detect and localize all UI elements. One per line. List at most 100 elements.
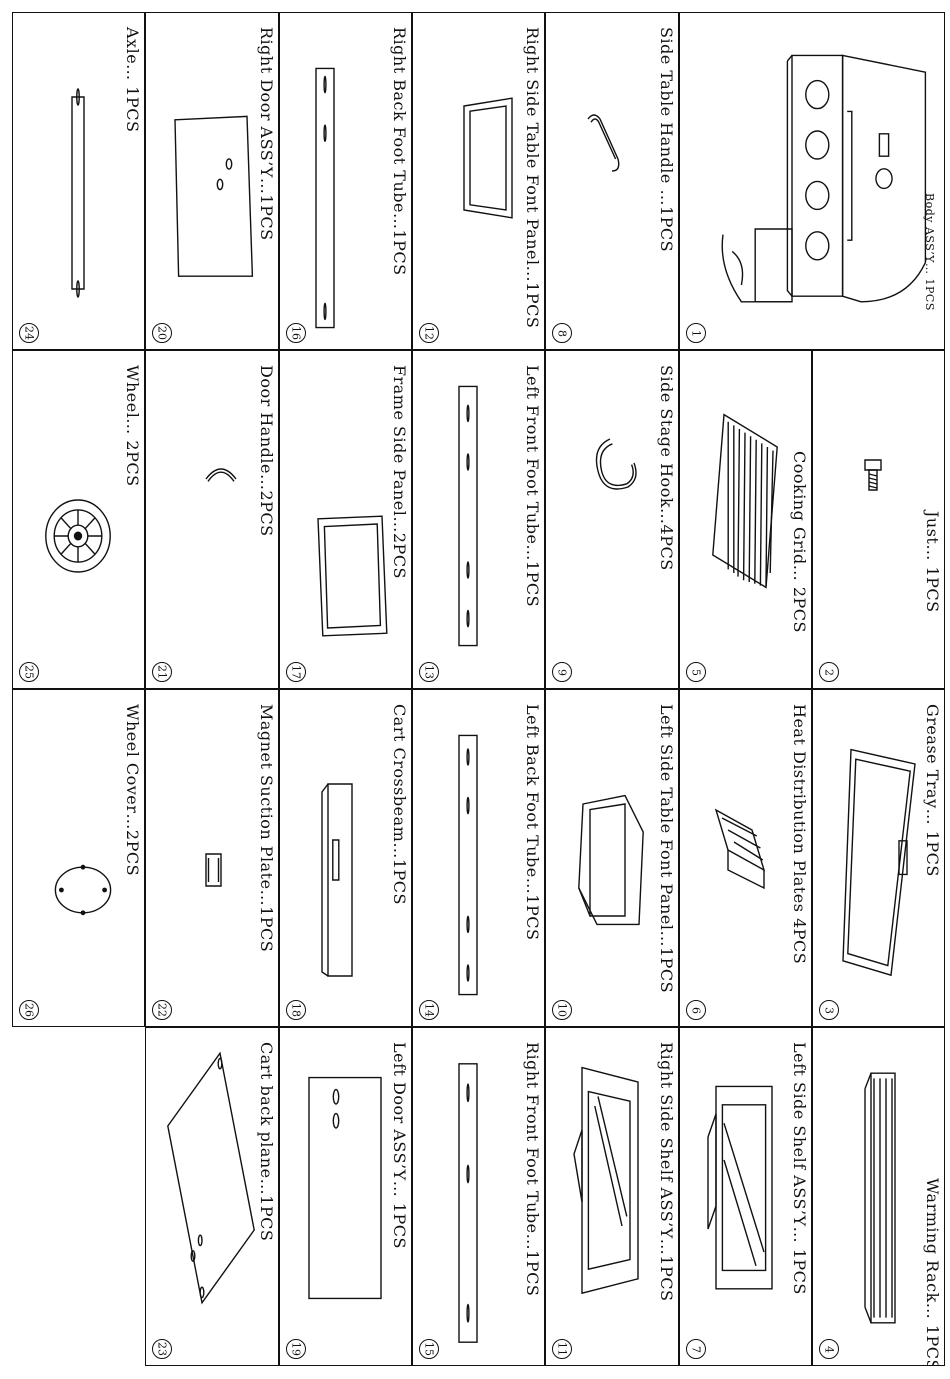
part-number: 9 bbox=[552, 662, 572, 682]
part-number: 3 bbox=[819, 1000, 839, 1020]
part-number: 22 bbox=[152, 1000, 172, 1020]
part-cell: Right Back Foot Tube…1PCS 16 bbox=[279, 12, 412, 350]
part-number: 20 bbox=[152, 323, 172, 343]
part-number: 8 bbox=[552, 323, 572, 343]
part-number: 4 bbox=[819, 1339, 839, 1359]
grease-tray-icon bbox=[843, 740, 923, 980]
part-label: Left Front Foot Tube…1PCS bbox=[523, 365, 542, 608]
part-label: Left Door ASS’Y… 1PCS bbox=[390, 1042, 409, 1249]
part-cell: Side Stage Hook…4PCS 9 bbox=[545, 350, 679, 689]
part-cell: Door Handle…2PCS 21 bbox=[145, 350, 279, 689]
part-label: Wheel… 2PCS bbox=[123, 365, 142, 487]
part-number: 1 bbox=[686, 323, 706, 343]
part-number: 7 bbox=[686, 1339, 706, 1359]
part-number: 11 bbox=[552, 1339, 572, 1359]
part-label: Left Side Table Font Panel…1PCS bbox=[657, 704, 676, 994]
back-plane-icon bbox=[166, 1048, 256, 1308]
part-number: 5 bbox=[686, 662, 706, 682]
door-icon bbox=[300, 1068, 390, 1308]
handle-icon bbox=[576, 103, 636, 183]
crossbeam-icon bbox=[310, 780, 370, 980]
part-cell: Cooking Grid… 2PCS 5 bbox=[679, 350, 812, 689]
part-label: Warming Rack… 1PCS bbox=[923, 1178, 942, 1366]
side-shelf-icon bbox=[700, 1068, 780, 1298]
foot-tube-icon bbox=[453, 730, 483, 1000]
part-number: 14 bbox=[419, 1000, 439, 1020]
part-label: Left Back Foot Tube…1PCS bbox=[523, 704, 542, 941]
part-cell: Right Front Foot Tube…1PCS 15 bbox=[412, 1027, 545, 1366]
part-number: 12 bbox=[419, 323, 439, 343]
part-label: Cart Crossbeam…1PCS bbox=[390, 704, 409, 905]
wheel-icon bbox=[43, 491, 113, 581]
part-number: 25 bbox=[19, 662, 39, 682]
part-cell: Body ASS’Y… 1PCS 1 bbox=[679, 12, 945, 350]
part-number: 19 bbox=[286, 1339, 306, 1359]
part-number: 13 bbox=[419, 662, 439, 682]
part-cell: Warming Rack… 1PCS 4 bbox=[812, 1027, 945, 1366]
foot-tube-icon bbox=[310, 63, 340, 333]
part-label: Right Front Foot Tube…1PCS bbox=[523, 1042, 542, 1297]
part-cell: Just… 1PCS 2 bbox=[812, 350, 945, 689]
part-number: 23 bbox=[152, 1339, 172, 1359]
screw-icon bbox=[853, 451, 893, 501]
part-label: Heat Distribution Plates 4PCS bbox=[790, 704, 809, 965]
foot-tube-icon bbox=[453, 1058, 483, 1348]
part-cell: Left Back Foot Tube…1PCS 14 bbox=[412, 689, 545, 1027]
part-cell: Grease Tray… 1PCS 3 bbox=[812, 689, 945, 1027]
door-handle-icon bbox=[196, 451, 246, 491]
part-cell: Axle… 1PCS 24 bbox=[12, 12, 145, 350]
door-icon bbox=[166, 113, 256, 283]
front-panel-icon bbox=[458, 93, 518, 223]
part-cell: Right Side Table Font Panel…1PCS 12 bbox=[412, 12, 545, 350]
part-label: Magnet Suction Plate…1PCS bbox=[257, 704, 276, 953]
part-cell: Side Table Handle …1PCS 8 bbox=[545, 12, 679, 350]
part-cell: Right Side Shelf ASS’Y…1PCS 11 bbox=[545, 1027, 679, 1366]
part-label: Frame Side Panel…2PCS bbox=[390, 365, 409, 580]
part-number: 2 bbox=[819, 662, 839, 682]
part-number: 17 bbox=[286, 662, 306, 682]
part-label: Side Table Handle …1PCS bbox=[657, 27, 676, 253]
part-label: Just… 1PCS bbox=[923, 511, 942, 613]
part-label: Right Back Foot Tube…1PCS bbox=[390, 27, 409, 276]
magnet-icon bbox=[201, 850, 226, 890]
part-cell: Cart Crossbeam…1PCS 18 bbox=[279, 689, 412, 1027]
part-number: 16 bbox=[286, 323, 306, 343]
part-cell: Left Front Foot Tube…1PCS 13 bbox=[412, 350, 545, 689]
part-cell: Left Door ASS’Y… 1PCS 19 bbox=[279, 1027, 412, 1366]
front-panel-icon bbox=[576, 790, 646, 930]
part-label: Door Handle…2PCS bbox=[257, 365, 276, 537]
part-label: Left Side Shelf ASS’Y… 1PCS bbox=[790, 1042, 809, 1295]
part-cell: Frame Side Panel…2PCS 17 bbox=[279, 350, 412, 689]
part-label: Body ASS’Y… 1PCS bbox=[923, 193, 936, 311]
part-number: 10 bbox=[552, 1000, 572, 1020]
part-label: Right Side Shelf ASS’Y…1PCS bbox=[657, 1042, 676, 1302]
hook-icon bbox=[586, 431, 646, 511]
part-label: Axle… 1PCS bbox=[123, 27, 142, 133]
part-cell: Left Side Shelf ASS’Y… 1PCS 7 bbox=[679, 1027, 812, 1366]
part-label: Right Door ASS’Y…1PCS bbox=[257, 27, 276, 241]
part-label: Grease Tray… 1PCS bbox=[923, 704, 942, 877]
part-label: Wheel Cover…2PCS bbox=[123, 704, 142, 877]
part-cell: Right Door ASS’Y…1PCS 20 bbox=[145, 12, 279, 350]
part-label: Right Side Table Font Panel…1PCS bbox=[523, 27, 542, 329]
part-label: Cooking Grid… 2PCS bbox=[790, 451, 809, 633]
grill-body-icon bbox=[700, 33, 930, 313]
foot-tube-icon bbox=[453, 381, 483, 651]
part-cell: Magnet Suction Plate…1PCS 22 bbox=[145, 689, 279, 1027]
part-number: 21 bbox=[152, 662, 172, 682]
part-cell: Wheel… 2PCS 25 bbox=[12, 350, 145, 689]
frame-panel-icon bbox=[310, 511, 390, 641]
part-cell: Left Side Table Font Panel…1PCS 10 bbox=[545, 689, 679, 1027]
cooking-grid-icon bbox=[710, 411, 780, 591]
part-label: Side Stage Hook…4PCS bbox=[657, 365, 676, 571]
heat-plate-icon bbox=[710, 790, 770, 890]
part-number: 15 bbox=[419, 1339, 439, 1359]
part-number: 18 bbox=[286, 1000, 306, 1020]
part-number: 24 bbox=[19, 323, 39, 343]
axle-icon bbox=[63, 93, 93, 293]
side-shelf-icon bbox=[566, 1058, 646, 1298]
part-number: 6 bbox=[686, 1000, 706, 1020]
part-cell: Heat Distribution Plates 4PCS 6 bbox=[679, 689, 812, 1027]
